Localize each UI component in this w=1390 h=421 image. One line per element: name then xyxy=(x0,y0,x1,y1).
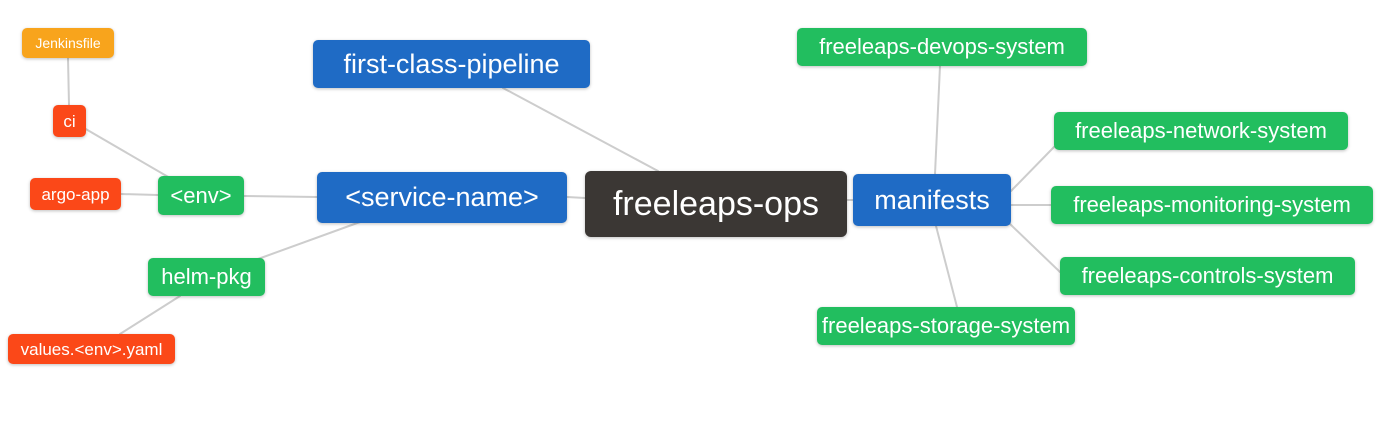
node-manifests[interactable]: manifests xyxy=(853,174,1011,226)
node-argo-app[interactable]: argo-app xyxy=(30,178,121,210)
node-jenkinsfile[interactable]: Jenkinsfile xyxy=(22,28,114,58)
node-ci[interactable]: ci xyxy=(53,105,86,137)
edge-ci-env xyxy=(83,127,171,179)
edge-manifests-controls-system xyxy=(1009,223,1061,273)
edge-service-name-root xyxy=(566,196,586,199)
node-helm-pkg[interactable]: helm-pkg xyxy=(148,258,265,296)
node-values-env-yaml[interactable]: values.<env>.yaml xyxy=(8,334,175,364)
node-env[interactable]: <env> xyxy=(158,176,244,215)
edge-manifests-storage-system xyxy=(935,225,958,308)
node-freeleaps-storage-system[interactable]: freeleaps-storage-system xyxy=(817,307,1075,345)
node-freeleaps-controls-system[interactable]: freeleaps-controls-system xyxy=(1060,257,1355,295)
edge-env-service-name xyxy=(243,195,318,198)
node-first-class-pipeline[interactable]: first-class-pipeline xyxy=(313,40,590,88)
node-freeleaps-monitoring-system[interactable]: freeleaps-monitoring-system xyxy=(1051,186,1373,224)
edge-jenkinsfile-ci xyxy=(67,57,70,106)
node-freeleaps-network-system[interactable]: freeleaps-network-system xyxy=(1054,112,1348,150)
node-service-name[interactable]: <service-name> xyxy=(317,172,567,223)
node-freeleaps-devops-system[interactable]: freeleaps-devops-system xyxy=(797,28,1087,66)
node-freeleaps-ops[interactable]: freeleaps-ops xyxy=(585,171,847,237)
edge-manifests-network-system xyxy=(1010,146,1055,192)
edge-argo-app-env xyxy=(120,193,159,196)
edge-values-helm-pkg xyxy=(119,295,181,335)
edge-helm-pkg-service-name xyxy=(257,221,361,260)
edge-manifests-devops-system xyxy=(934,65,941,175)
edge-first-class-pipeline-root xyxy=(502,87,659,172)
